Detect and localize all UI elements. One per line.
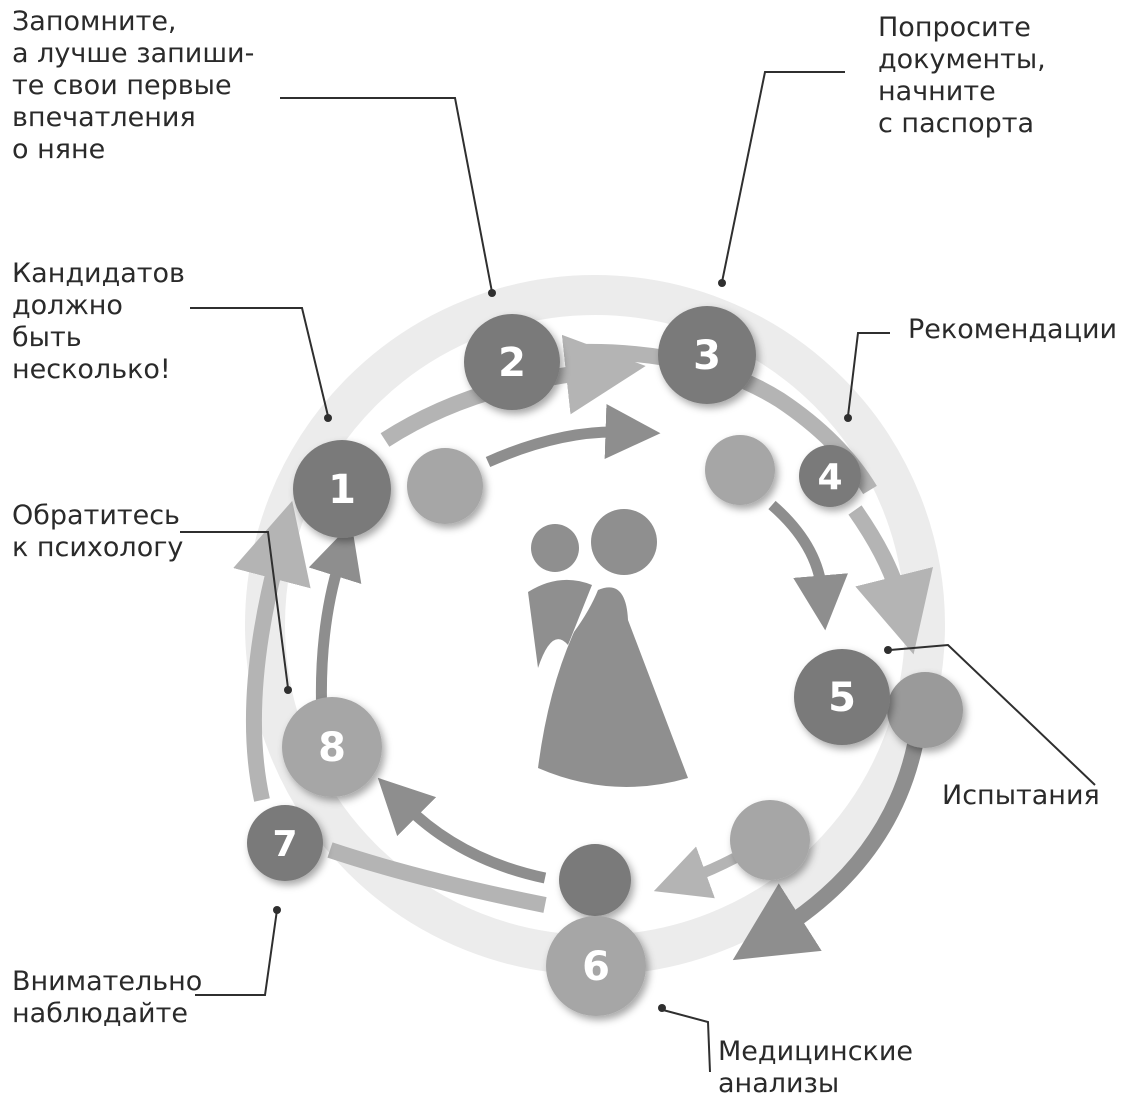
arrow-inner-bottom-right (653, 846, 738, 899)
couple-icon (528, 509, 688, 787)
step-3-circle (658, 306, 756, 404)
arrow-7-to-1 (233, 500, 311, 802)
step-3-label: Попросите документы, начните с паспорта (878, 12, 1046, 140)
arrow-inner-left (308, 523, 362, 721)
couple-head-left (531, 524, 579, 572)
leader-6 (662, 1009, 711, 1073)
leader-dot-8 (284, 686, 292, 694)
leader-8 (180, 531, 289, 689)
leader-dot-5 (884, 646, 892, 654)
leader-lines (180, 71, 1096, 1073)
step-6-label-line: Медицинские (718, 1036, 914, 1067)
decorative-circles (407, 435, 963, 916)
step-4-number: 4 (817, 457, 842, 498)
step-4-circle (799, 445, 861, 507)
step-circles: 1 2 3 4 5 6 7 8 (247, 306, 890, 1016)
step-2-label-line: Запомните, (12, 6, 177, 37)
couple-body-left (528, 579, 592, 668)
step-4-label: Рекомендации (908, 314, 1117, 346)
couple-dress (538, 587, 688, 787)
step-7-label-line: наблюдайте (12, 998, 188, 1029)
leader-dot-4 (844, 414, 852, 422)
leader-2 (280, 97, 493, 293)
step-2-label-line: впечатления (12, 102, 196, 133)
leader-dot-2 (488, 289, 496, 297)
leader-dot-6 (658, 1004, 666, 1012)
leader-5 (889, 643, 1096, 786)
deco-circle-bottom (559, 844, 631, 916)
arc-6-to-7 (327, 842, 547, 913)
step-8-label-line: к психологу (12, 532, 184, 563)
step-5-label-line: Испытания (942, 780, 1100, 811)
leader-4 (847, 332, 890, 417)
step-6-label-line: анализы (718, 1068, 840, 1099)
leader-7 (195, 909, 278, 996)
leader-dot-3 (718, 279, 726, 287)
step-1-label: Кандидатов должно быть несколько! (12, 258, 185, 386)
step-2-number: 2 (498, 340, 526, 386)
step-4-label-line: Рекомендации (908, 314, 1118, 345)
step-8-label-line: Обратитесь (12, 500, 180, 531)
step-7-number: 7 (272, 824, 297, 865)
arrow-inner-right (768, 500, 848, 631)
step-1-circle (293, 440, 391, 538)
step-2-circle (464, 314, 560, 410)
step-1-label-line: Кандидатов (12, 258, 185, 289)
step-7-circle (247, 805, 323, 881)
arrow-4-to-5 (848, 505, 933, 655)
step-2-label-line: о няне (12, 134, 106, 165)
step-7-label-line: Внимательно (12, 966, 203, 997)
step-6-number: 6 (582, 944, 610, 990)
step-3-label-line: с паспорта (878, 108, 1035, 139)
step-6-label: Медицинские анализы (718, 1036, 913, 1100)
step-5-circle (794, 649, 890, 745)
step-1-label-line: должно (12, 290, 123, 321)
step-3-label-line: документы, (878, 44, 1046, 75)
step-8-circle (282, 697, 382, 797)
step-1-label-line: быть (12, 322, 82, 353)
leader-dot-7 (273, 906, 281, 914)
arrow-inner-bottom-left (377, 777, 547, 884)
deco-circle-bottom-right (730, 800, 810, 880)
leader-dot-1 (324, 414, 332, 422)
step-7-label: Внимательно наблюдайте (12, 966, 202, 1030)
step-2-label: Запомните, а лучше запиши- те свои первы… (12, 6, 254, 166)
couple-head-right (591, 509, 657, 575)
deco-circle-top-left (407, 448, 483, 524)
step-5-label: Испытания (942, 780, 1100, 812)
leader-1 (190, 307, 329, 417)
arrow-5-to-6 (732, 743, 923, 961)
leader-3 (721, 71, 845, 283)
step-3-label-line: Попросите (878, 12, 1031, 43)
step-8-number: 8 (318, 725, 346, 771)
step-1-number: 1 (328, 467, 356, 513)
step-3-label-line: начните (878, 76, 996, 107)
step-2-label-line: а лучше запиши- (12, 38, 255, 69)
deco-circle-right (887, 672, 963, 748)
step-2-label-line: те свои первые (12, 70, 232, 101)
step-3-number: 3 (693, 333, 721, 379)
deco-circle-top-right (705, 435, 775, 505)
step-6-circle (546, 916, 646, 1016)
step-5-number: 5 (828, 675, 856, 721)
step-8-label: Обратитесь к психологу (12, 500, 183, 564)
arrow-inner-top (485, 403, 661, 468)
step-1-label-line: несколько! (12, 354, 171, 385)
